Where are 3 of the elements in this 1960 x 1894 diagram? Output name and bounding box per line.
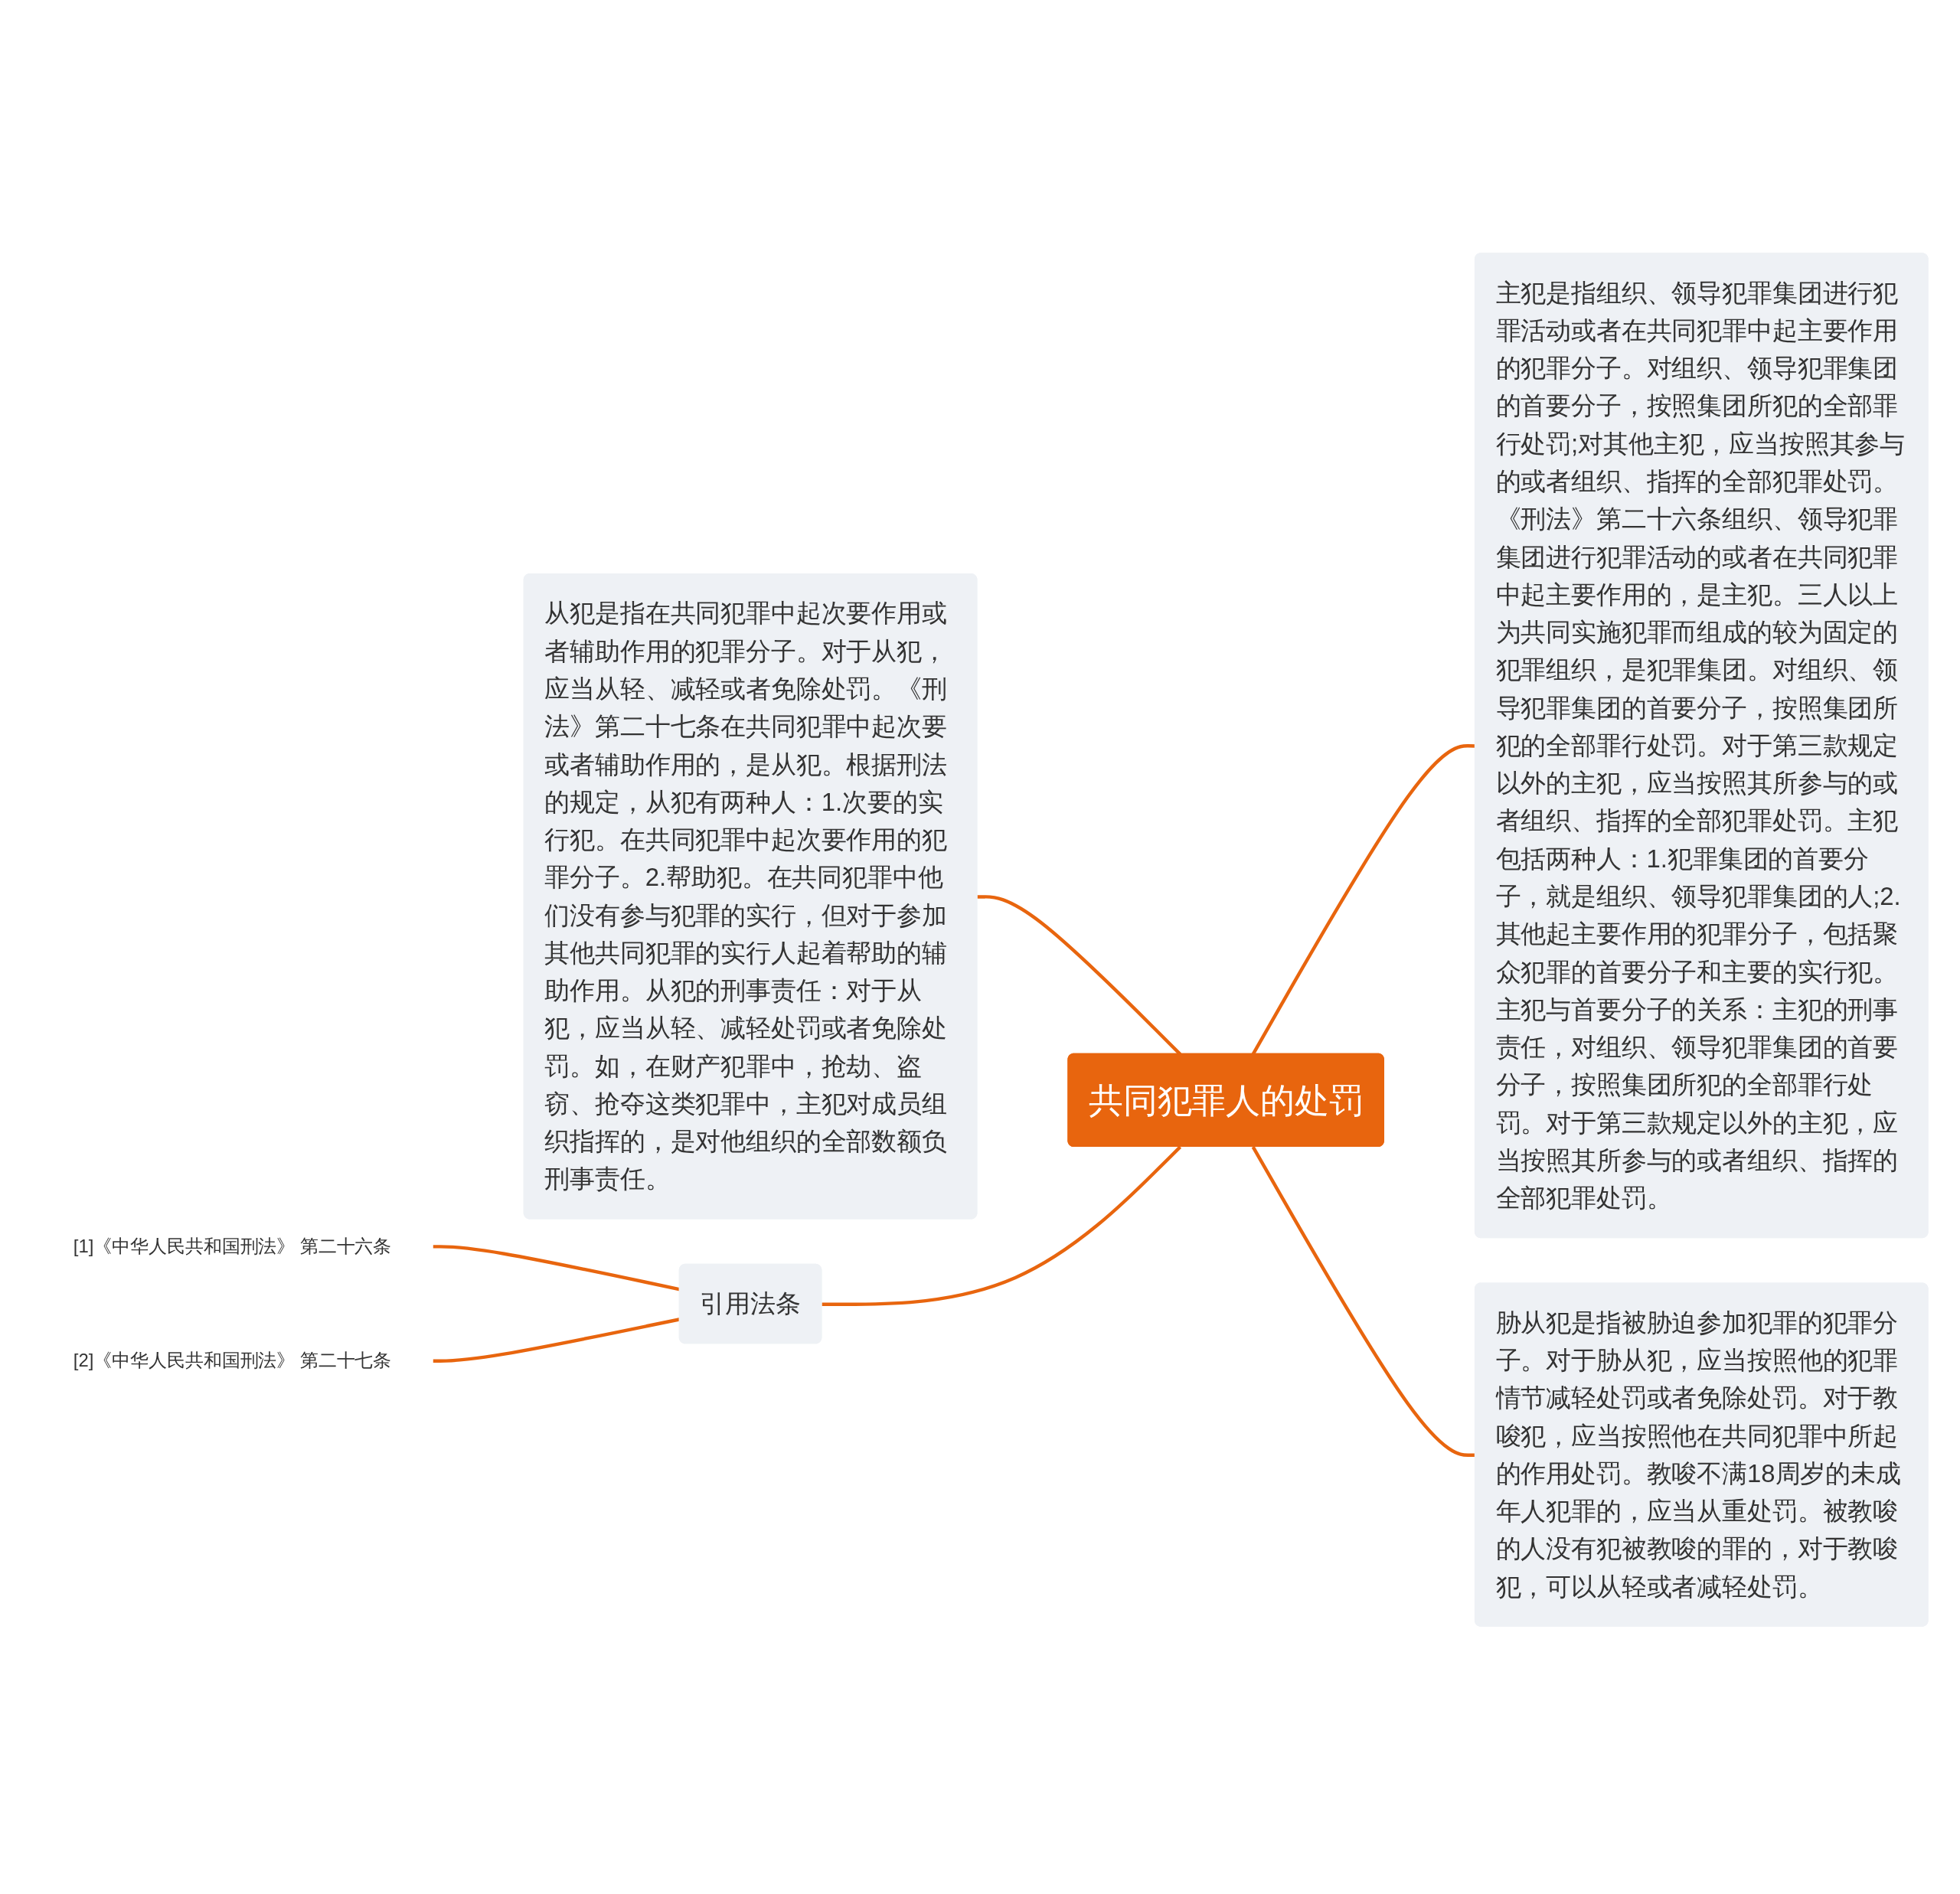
node-text: [2]《中华人民共和国刑法》 第二十七条 — [73, 1350, 392, 1370]
node-text: [1]《中华人民共和国刑法》 第二十六条 — [73, 1236, 392, 1256]
connector — [822, 1145, 1182, 1306]
